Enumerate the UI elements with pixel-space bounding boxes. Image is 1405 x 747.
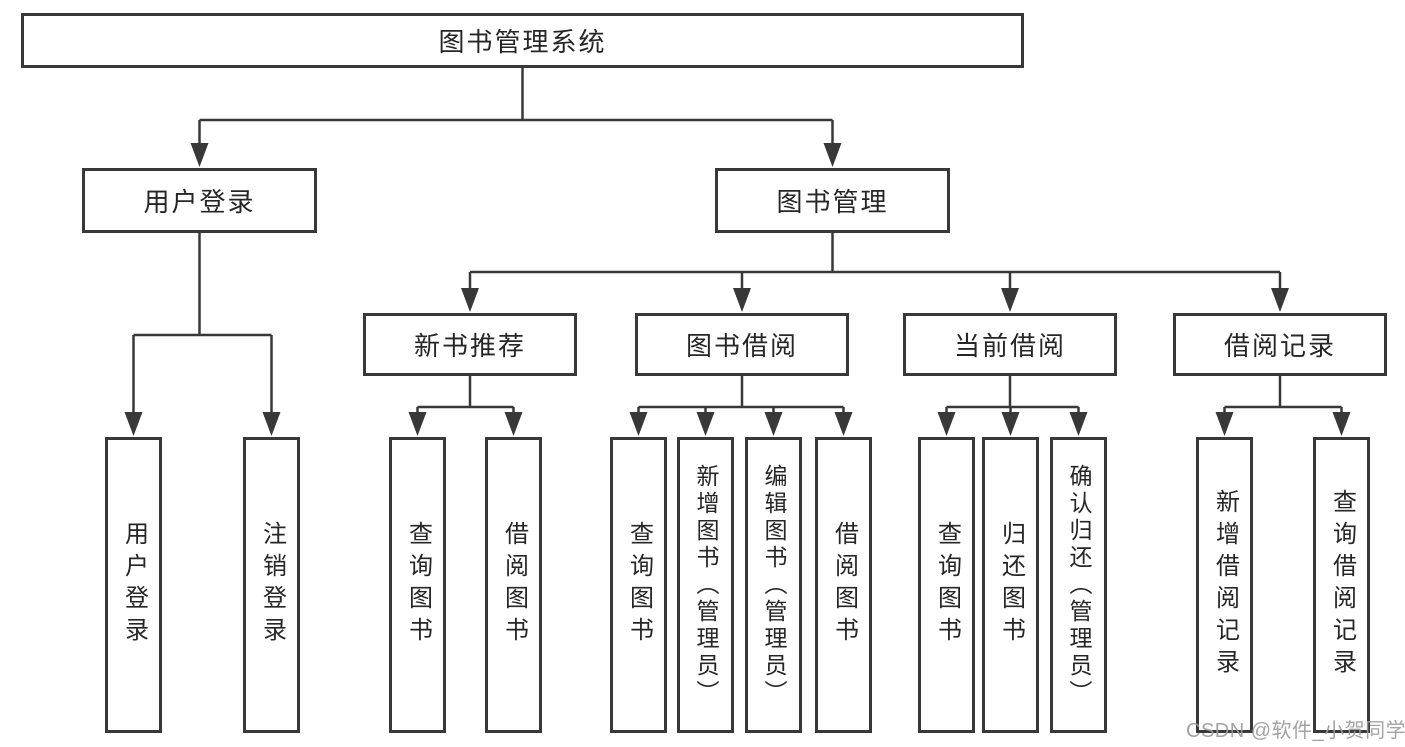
connector-book-management-to-level3 [468, 233, 1282, 289]
connector-new-book-recommend-to-leaves [416, 376, 515, 413]
leaf-logout: 注销登录 [243, 437, 300, 733]
node-root: 图书管理系统 [21, 13, 1024, 68]
leaf-logout-label: 注销登录 [258, 521, 286, 649]
leaf-bb-query-books: 查询图书 [610, 437, 667, 733]
leaf-cb-return-books-label: 归还图书 [997, 521, 1025, 649]
leaf-bb-borrow-books: 借阅图书 [815, 437, 872, 733]
connector-borrow-records-to-leaves [1223, 376, 1343, 413]
leaf-nbr-borrow-books-label: 借阅图书 [500, 521, 528, 649]
leaf-bb-add-books-admin: 新增图书（管理员） [677, 437, 734, 733]
leaf-br-query-record-label: 查询借阅记录 [1328, 489, 1356, 681]
leaf-bb-add-books-admin-label: 新增图书（管理员） [693, 463, 719, 707]
leaf-nbr-borrow-books: 借阅图书 [485, 437, 542, 733]
node-new-book-recommend: 新书推荐 [363, 313, 577, 376]
node-current-borrow-label: 当前借阅 [953, 331, 1066, 361]
node-user-login: 用户登录 [82, 168, 317, 233]
leaf-br-add-record-label: 新增借阅记录 [1211, 489, 1239, 681]
leaf-cb-query-books: 查询图书 [918, 437, 975, 733]
leaf-nbr-query-books: 查询图书 [389, 437, 446, 733]
leaf-bb-borrow-books-label: 借阅图书 [830, 521, 858, 649]
connector-root-to-level2 [198, 68, 834, 144]
node-new-book-recommend-label: 新书推荐 [413, 331, 526, 361]
node-user-login-label: 用户登录 [143, 187, 256, 217]
node-book-management-label: 图书管理 [776, 187, 889, 217]
node-book-management: 图书管理 [715, 168, 950, 233]
leaf-cb-return-books: 归还图书 [982, 437, 1039, 733]
csdn-watermark: CSDN @软件_小贺同学 [1186, 720, 1405, 742]
arrowheads [124, 143, 1351, 436]
leaf-br-query-record: 查询借阅记录 [1313, 437, 1370, 733]
connector-user-login-to-leaves [132, 233, 273, 413]
node-current-borrow: 当前借阅 [903, 313, 1117, 376]
leaf-user-login: 用户登录 [105, 437, 162, 733]
leaf-bb-edit-books-admin-label: 编辑图书（管理员） [761, 463, 787, 707]
leaf-cb-query-books-label: 查询图书 [933, 521, 961, 649]
leaf-bb-query-books-label: 查询图书 [625, 521, 653, 649]
connector-book-borrow-to-leaves [637, 376, 845, 413]
leaf-user-login-label: 用户登录 [120, 521, 148, 649]
leaf-bb-edit-books-admin: 编辑图书（管理员） [745, 437, 802, 733]
node-book-borrow-label: 图书借阅 [685, 331, 798, 361]
leaf-cb-confirm-return-admin: 确认归还（管理员） [1050, 437, 1107, 733]
leaf-cb-confirm-return-admin-label: 确认归还（管理员） [1066, 463, 1092, 707]
leaf-br-add-record: 新增借阅记录 [1196, 437, 1253, 733]
leaf-nbr-query-books-label: 查询图书 [404, 521, 432, 649]
node-root-label: 图书管理系统 [438, 27, 607, 57]
node-borrow-records-label: 借阅记录 [1223, 331, 1336, 361]
node-borrow-records: 借阅记录 [1173, 313, 1387, 376]
connector-current-borrow-to-leaves [945, 376, 1080, 413]
node-book-borrow: 图书借阅 [635, 313, 849, 376]
